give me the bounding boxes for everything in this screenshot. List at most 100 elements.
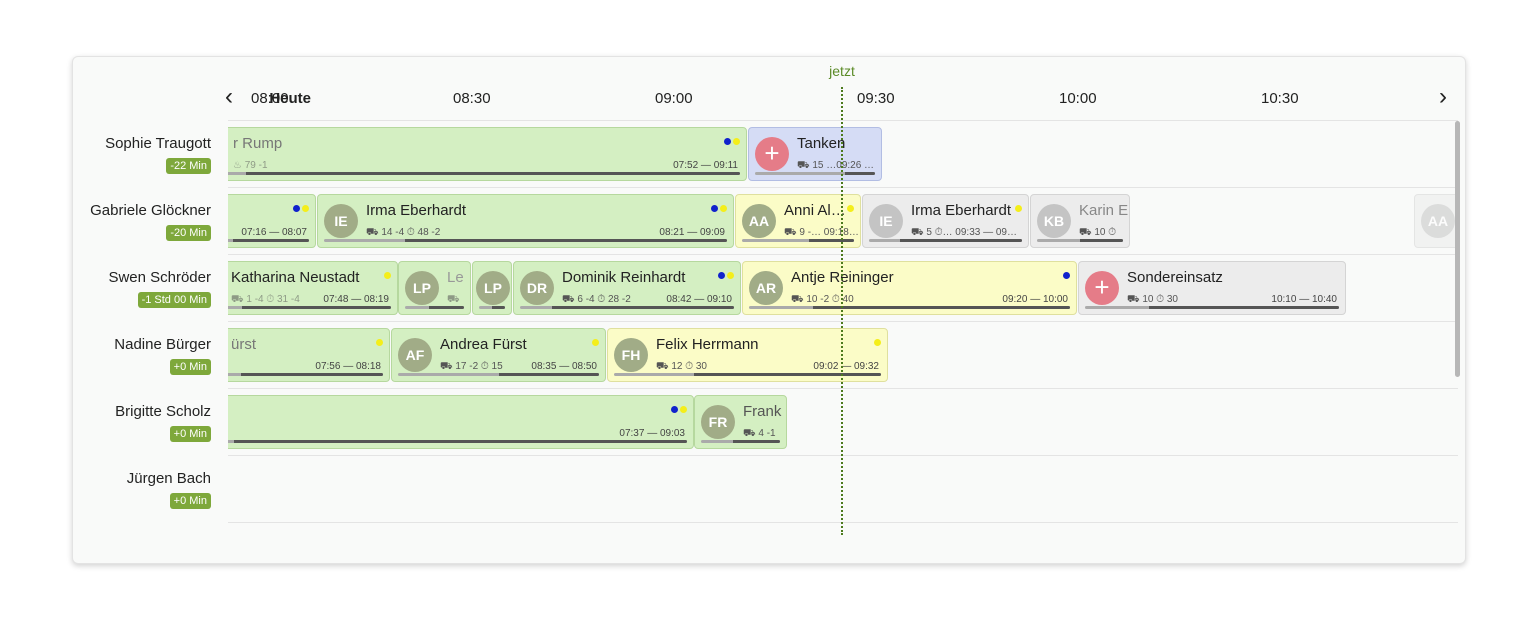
progress-fill xyxy=(552,306,734,309)
progress-bar xyxy=(228,373,383,376)
progress-fill xyxy=(1080,239,1123,242)
driver-name: Swen Schröder xyxy=(108,269,211,286)
tour-block[interactable]: 07:16 — 08:07 xyxy=(228,194,316,248)
tour-meta: ⛟ 12 ⏱ 30 xyxy=(656,361,707,372)
tour-time: 07:56 — 08:18 xyxy=(315,361,381,372)
status-dot xyxy=(720,205,727,212)
status-dot xyxy=(733,138,740,145)
tour-block[interactable]: FH Felix Herrmann ⛟ 12 ⏱ 30 09:02 — 09:3… xyxy=(607,328,888,382)
tour-meta: ♨ 79 -1 xyxy=(233,160,268,171)
vertical-scrollbar[interactable] xyxy=(1455,121,1460,377)
progress-fill xyxy=(240,373,383,376)
tour-block[interactable]: 07:37 — 09:03 xyxy=(228,395,694,449)
now-indicator-line xyxy=(841,87,843,535)
driver-name: Sophie Traugott xyxy=(105,135,211,152)
tour-block[interactable]: AA xyxy=(1414,194,1458,248)
progress-bar xyxy=(1085,306,1339,309)
tour-time: 07:16 — 08:07 xyxy=(241,227,307,238)
progress-fill xyxy=(498,373,599,376)
tour-title: Tanken xyxy=(797,135,846,152)
tour-meta: ⛟ 15 …09:26 … xyxy=(797,160,875,171)
driver-row-label[interactable]: Gabriele Glöckner -20 Min xyxy=(73,202,211,241)
prev-arrow-icon[interactable]: ‹ xyxy=(225,83,233,110)
tour-title: Frank xyxy=(743,403,782,420)
tour-time: 07:48 — 08:19 xyxy=(323,294,389,305)
plus-icon: + xyxy=(1085,271,1119,305)
progress-bar xyxy=(614,373,881,376)
driver-row-label[interactable]: Jürgen Bach +0 Min xyxy=(73,470,211,509)
tour-time: 08:35 — 08:50 xyxy=(531,361,597,372)
tour-title: Anni Al… xyxy=(784,202,846,219)
status-dot xyxy=(874,339,881,346)
driver-row-label[interactable]: Swen Schröder -1 Std 00 Min xyxy=(73,269,211,308)
tour-meta: ⛟ 4 -1 xyxy=(743,428,776,439)
tour-title: Irma Eberhardt xyxy=(911,202,1012,219)
tour-block[interactable]: AF Andrea Fürst ⛟ 17 -2 ⏱ 15 08:35 — 08:… xyxy=(391,328,606,382)
tour-block[interactable]: LP Le ⛟ xyxy=(398,261,471,315)
avatar: AA xyxy=(1421,204,1455,238)
progress-bar xyxy=(405,306,464,309)
status-dots xyxy=(374,333,383,351)
delay-badge: -20 Min xyxy=(166,225,211,241)
status-dots xyxy=(590,333,599,351)
time-tick: 08:00 xyxy=(251,90,289,107)
driver-row-label[interactable]: Sophie Traugott -22 Min xyxy=(73,135,211,174)
tour-block[interactable]: AA Anni Al… ⛟ 9 -… 09:18… xyxy=(735,194,861,248)
tour-title: Karin E xyxy=(1079,202,1129,219)
tour-block[interactable]: r Rump ♨ 79 -1 07:52 — 09:11 xyxy=(228,127,747,181)
row-divider xyxy=(228,321,1458,322)
tour-block[interactable]: KB Karin E ⛟ 10 ⏱ xyxy=(1030,194,1130,248)
tour-block[interactable]: IE Irma Eberhardt ⛟ 14 -4 ⏱ 48 -2 08:21 … xyxy=(317,194,734,248)
tour-title: Katharina Neustadt xyxy=(231,269,360,286)
status-dot xyxy=(384,272,391,279)
tour-block[interactable]: DR Dominik Reinhardt ⛟ 6 -4 ⏱ 28 -2 08:4… xyxy=(513,261,741,315)
status-dot xyxy=(671,406,678,413)
tour-block[interactable]: FR Frank ⛟ 4 -1 xyxy=(694,395,787,449)
time-tick: 09:00 xyxy=(655,90,693,107)
progress-bar xyxy=(520,306,734,309)
tour-title: r Rump xyxy=(233,135,283,152)
row-divider xyxy=(228,455,1458,456)
status-dot xyxy=(1063,272,1070,279)
tour-time: 07:52 — 09:11 xyxy=(673,160,738,171)
avatar: FH xyxy=(614,338,648,372)
avatar: FR xyxy=(701,405,735,439)
tour-title: Dominik Reinhardt xyxy=(562,269,686,286)
progress-bar xyxy=(228,306,391,309)
tour-block[interactable]: ürst 07:56 — 08:18 xyxy=(228,328,390,382)
tour-block[interactable]: LP xyxy=(472,261,512,315)
status-dot xyxy=(293,205,300,212)
tour-title: ürst xyxy=(231,336,257,353)
plus-icon: + xyxy=(755,137,789,171)
status-dot xyxy=(727,272,734,279)
progress-bar xyxy=(1037,239,1123,242)
progress-bar xyxy=(324,239,727,242)
progress-bar xyxy=(228,172,740,175)
today-label[interactable]: Heute xyxy=(269,90,311,107)
delay-badge: +0 Min xyxy=(169,493,211,509)
next-arrow-icon[interactable]: › xyxy=(1439,83,1447,110)
status-dots xyxy=(845,199,854,217)
tour-block[interactable]: Katharina Neustadt ⛟ 1 -4 ⏱ 31 -4 07:48 … xyxy=(228,261,398,315)
delay-badge: -22 Min xyxy=(166,158,211,174)
status-dots xyxy=(716,266,734,284)
avatar: LP xyxy=(405,271,439,305)
driver-row-label[interactable]: Brigitte Scholz +0 Min xyxy=(73,403,211,442)
time-tick: 10:00 xyxy=(1059,90,1097,107)
driver-row-label[interactable]: Nadine Bürger +0 Min xyxy=(73,336,211,375)
progress-bar xyxy=(228,440,687,443)
tour-block[interactable]: IE Irma Eberhardt ⛟ 5 ⏱… 09:33 — 09… xyxy=(862,194,1029,248)
row-divider xyxy=(228,187,1458,188)
avatar: LP xyxy=(476,271,510,305)
avatar: IE xyxy=(324,204,358,238)
status-dots xyxy=(1061,266,1070,284)
status-dots xyxy=(709,199,727,217)
tour-block[interactable]: AR Antje Reininger ⛟ 10 -2 ⏱ 40 09:20 — … xyxy=(742,261,1077,315)
tour-meta: ⛟ 6 -4 ⏱ 28 -2 xyxy=(562,294,631,305)
progress-bar xyxy=(869,239,1022,242)
driver-lane: 07:37 — 09:03 FR Frank ⛟ 4 -1 xyxy=(228,395,1458,451)
delay-badge: +0 Min xyxy=(169,359,211,375)
tour-title: Sondereinsatz xyxy=(1127,269,1223,286)
tour-block[interactable]: + Sondereinsatz ⛟ 10 ⏱ 30 10:10 — 10:40 xyxy=(1078,261,1346,315)
tour-block[interactable]: + Tanken ⛟ 15 …09:26 … xyxy=(748,127,882,181)
